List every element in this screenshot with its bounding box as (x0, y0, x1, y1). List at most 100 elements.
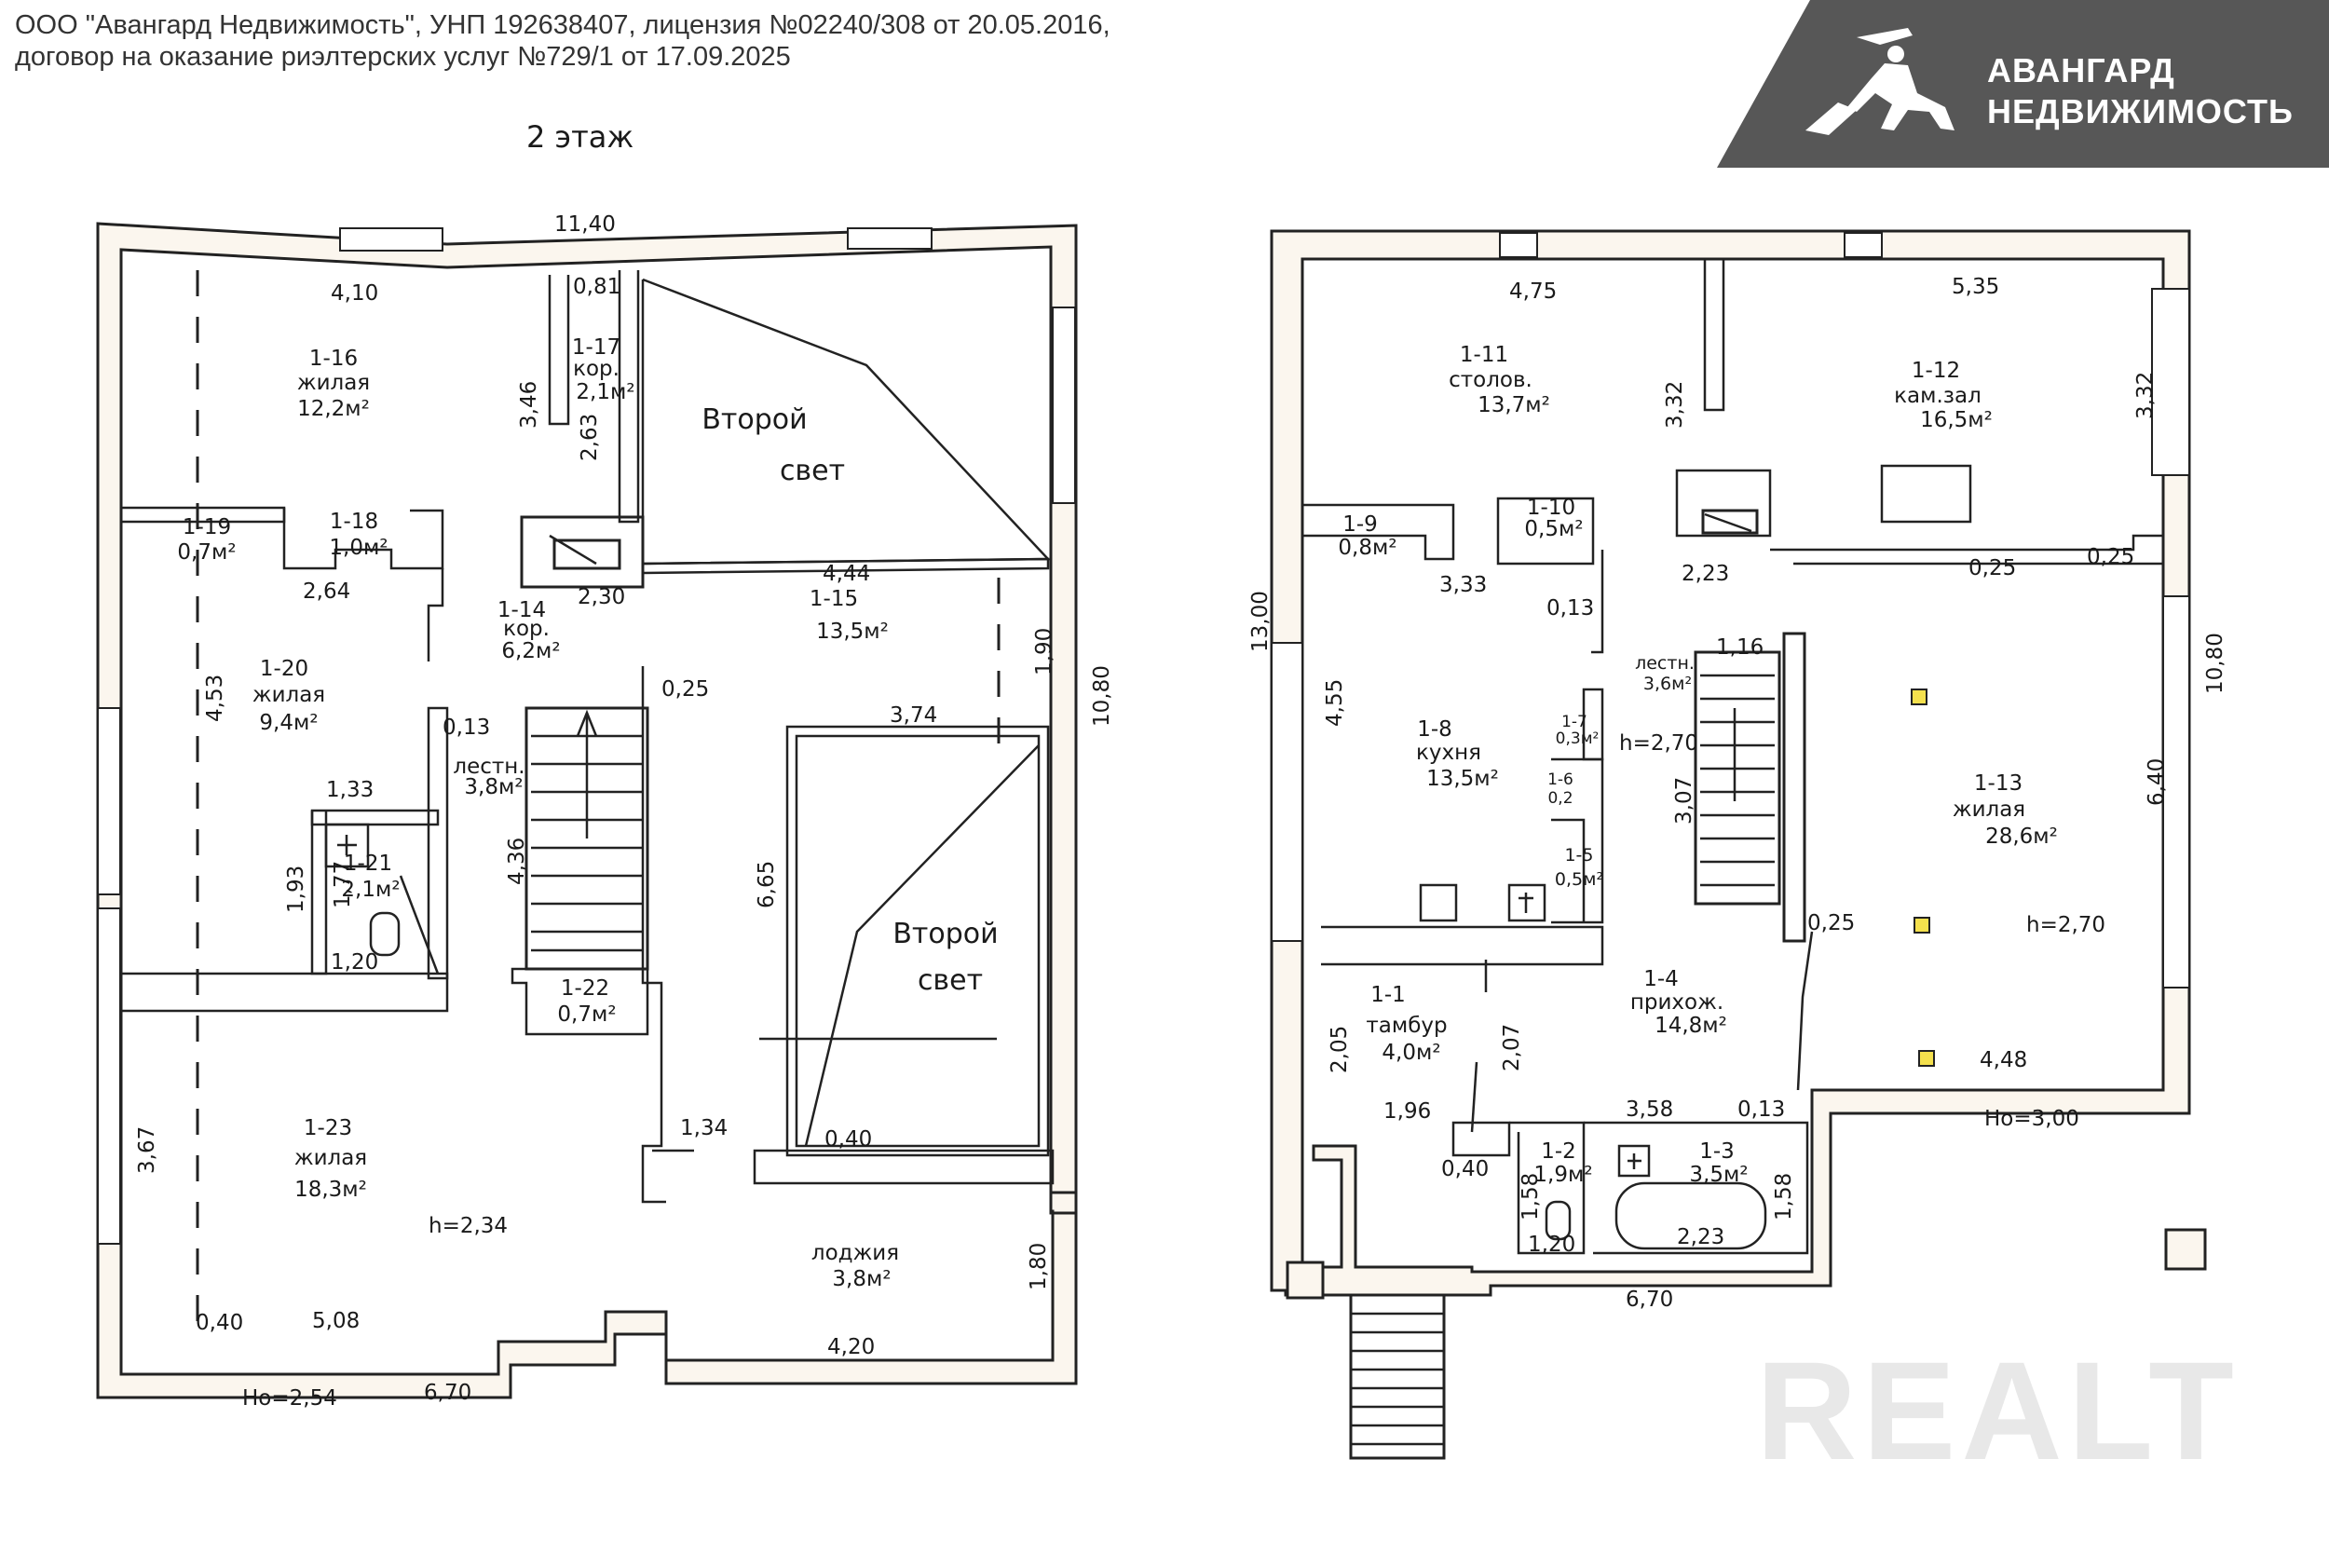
window (847, 227, 933, 250)
room-type: кор. (503, 617, 550, 641)
room-area: 1,9м² (1533, 1163, 1592, 1187)
ho-label: Hо=3,00 (1984, 1107, 2079, 1131)
dimension: 3,33 (1439, 573, 1487, 597)
dimension: 2,23 (1682, 562, 1729, 586)
dimension: 1,77 (331, 861, 355, 908)
brand-banner-shape (1717, 0, 2329, 168)
dimension: 2,23 (1677, 1225, 1724, 1249)
dimension: 0,40 (824, 1127, 872, 1152)
dimension: 1,90 (1032, 628, 1056, 675)
room-id: 1-22 (561, 976, 609, 1001)
dimension: 10,80 (1090, 665, 1114, 727)
dimension: 3,46 (517, 381, 541, 429)
chimney (520, 515, 645, 589)
stairs-label: лестн. (1635, 653, 1695, 674)
window (97, 907, 121, 1245)
room-type: прихож. (1630, 990, 1723, 1015)
second-light-label: свет (918, 964, 983, 997)
dimension: 3,32 (2133, 372, 2158, 419)
floor-label: 2 этаж (526, 119, 633, 155)
loggia-area: 3,8м² (832, 1267, 891, 1291)
dimension: 0,25 (1968, 556, 2016, 580)
room-area: 9,4м² (259, 711, 318, 735)
room-area: 0,5м² (1524, 517, 1583, 541)
window (339, 227, 443, 252)
dimension: 4,36 (505, 838, 529, 885)
marker (1918, 1050, 1935, 1067)
partition (1302, 503, 1455, 561)
stairs-area: 3,6м² (1643, 674, 1692, 694)
toilet-icon (1545, 1200, 1572, 1241)
stairs-right (1694, 650, 1781, 906)
chimney (1675, 469, 1772, 538)
partition (1321, 925, 1604, 966)
dimension: 4,44 (823, 562, 870, 586)
closet-1-22 (511, 967, 649, 1036)
window (2162, 595, 2190, 989)
stair-steps (531, 709, 643, 952)
room-id: 1-21 (344, 852, 392, 876)
dimension: 4,20 (827, 1335, 875, 1359)
room-type: кухня (1416, 741, 1481, 765)
shower-icon (324, 823, 370, 868)
room-area: 13,5м² (1426, 767, 1499, 791)
room-area: 0,7м² (557, 1002, 616, 1027)
room-id: 1-11 (1460, 343, 1508, 367)
dimension: 0,81 (573, 275, 620, 299)
dimension: 4,10 (331, 281, 378, 306)
dimension: 1,58 (1519, 1173, 1543, 1220)
dimension: 6,40 (2145, 758, 2169, 806)
plan-second-floor (96, 222, 1078, 1399)
room-id: 1-17 (572, 335, 620, 360)
outer-wall-right (1270, 229, 2191, 1297)
dimension: 3,58 (1626, 1098, 1673, 1122)
partition (548, 275, 570, 426)
stair-height-label: h=2,70 (1619, 731, 1698, 756)
second-light-upper (641, 278, 1051, 566)
partition (282, 508, 444, 570)
room-type: жилая (294, 1146, 367, 1170)
dimension: 0,40 (196, 1311, 243, 1335)
room-id: 1-23 (304, 1116, 352, 1140)
height-label: h=2,34 (429, 1214, 508, 1238)
room-type: жилая (252, 683, 325, 707)
dimension: 4,55 (1323, 679, 1347, 727)
room-area: 1,0м² (329, 536, 388, 560)
window (1499, 232, 1538, 258)
partition (1703, 259, 1725, 412)
brand-name-line-2: НЕДВИЖИМОСТЬ (1987, 92, 2294, 130)
dimension: 0,25 (661, 677, 709, 702)
marker (1914, 917, 1930, 934)
room-area: 2,1м² (576, 380, 634, 404)
partition (1782, 632, 1806, 943)
room-area: 4,0м² (1382, 1041, 1440, 1065)
dimension: 13,00 (1248, 591, 1273, 652)
dimension: 6,70 (424, 1381, 471, 1405)
dimension: 0,25 (1807, 911, 1855, 935)
brand-banner: АВАНГАРД НЕДВИЖИМОСТЬ (1717, 0, 2329, 168)
room-type: кам.зал (1894, 384, 1982, 408)
room-id: 1-7 (1561, 713, 1587, 731)
dimension: 5,08 (312, 1309, 360, 1333)
room-area: 13,5м² (816, 620, 889, 644)
license-line-2: договор на оказание риэлтерских услуг №7… (15, 42, 791, 72)
partition (618, 270, 640, 524)
partition (310, 809, 440, 826)
marker (1911, 689, 1927, 705)
room-type: столов. (1449, 368, 1532, 392)
dimension: 11,40 (554, 212, 616, 237)
dimension: 0,13 (443, 716, 490, 740)
room-id: 1-2 (1541, 1139, 1576, 1164)
room-type: жилая (1953, 798, 2025, 822)
dimension: 5,35 (1952, 275, 1999, 299)
room-type: тамбур (1366, 1014, 1447, 1038)
license-line-1: ООО "Авангард Недвижимость", УНП 1926384… (15, 10, 1110, 40)
room-area: 2,1м² (341, 878, 400, 902)
dimension: 1,20 (1528, 1233, 1575, 1257)
dimension: 2,64 (303, 579, 350, 604)
dimension: 10,80 (2203, 633, 2227, 694)
dimension: 2,07 (1500, 1024, 1524, 1071)
room-id: 1-4 (1643, 967, 1679, 991)
room-area: 28,6м² (1985, 825, 2058, 849)
